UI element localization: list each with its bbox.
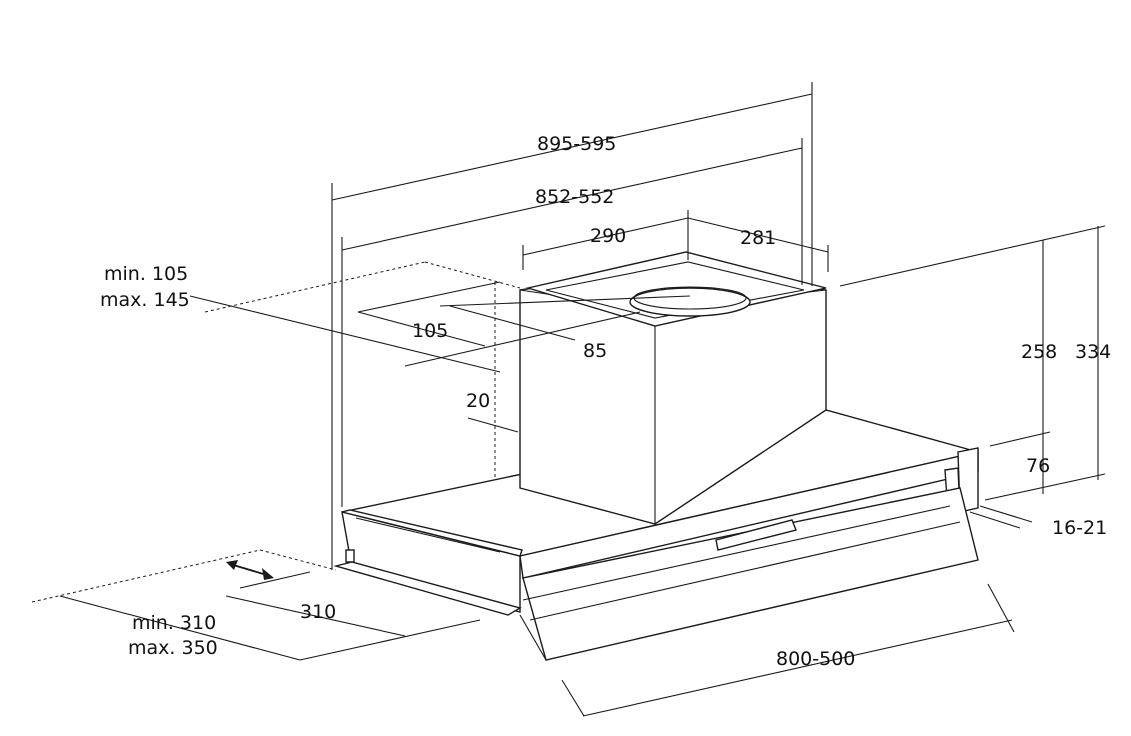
label-76: 76 [1026,455,1050,477]
label-85: 85 [583,340,607,362]
label-310: 310 [300,601,336,623]
label-281: 281 [740,227,776,249]
label-290: 290 [590,225,626,247]
label-258: 258 [1021,341,1057,363]
label-105: 105 [412,320,448,342]
label-800-500: 800-500 [776,648,855,670]
hood-outline [331,183,979,661]
label-max-350: max. 350 [128,637,218,659]
dimension-lines [31,82,1106,717]
label-min-105: min. 105 [104,263,188,285]
label-895-595: 895-595 [537,133,616,155]
dimension-labels: 895-595 852-552 290 281 min. 105 max. 14… [100,133,1111,670]
label-334: 334 [1075,341,1111,363]
label-852-552: 852-552 [535,186,614,208]
label-max-145: max. 145 [100,289,190,311]
label-min-310: min. 310 [132,612,216,634]
label-20: 20 [466,390,490,412]
label-16-21: 16-21 [1052,517,1107,539]
